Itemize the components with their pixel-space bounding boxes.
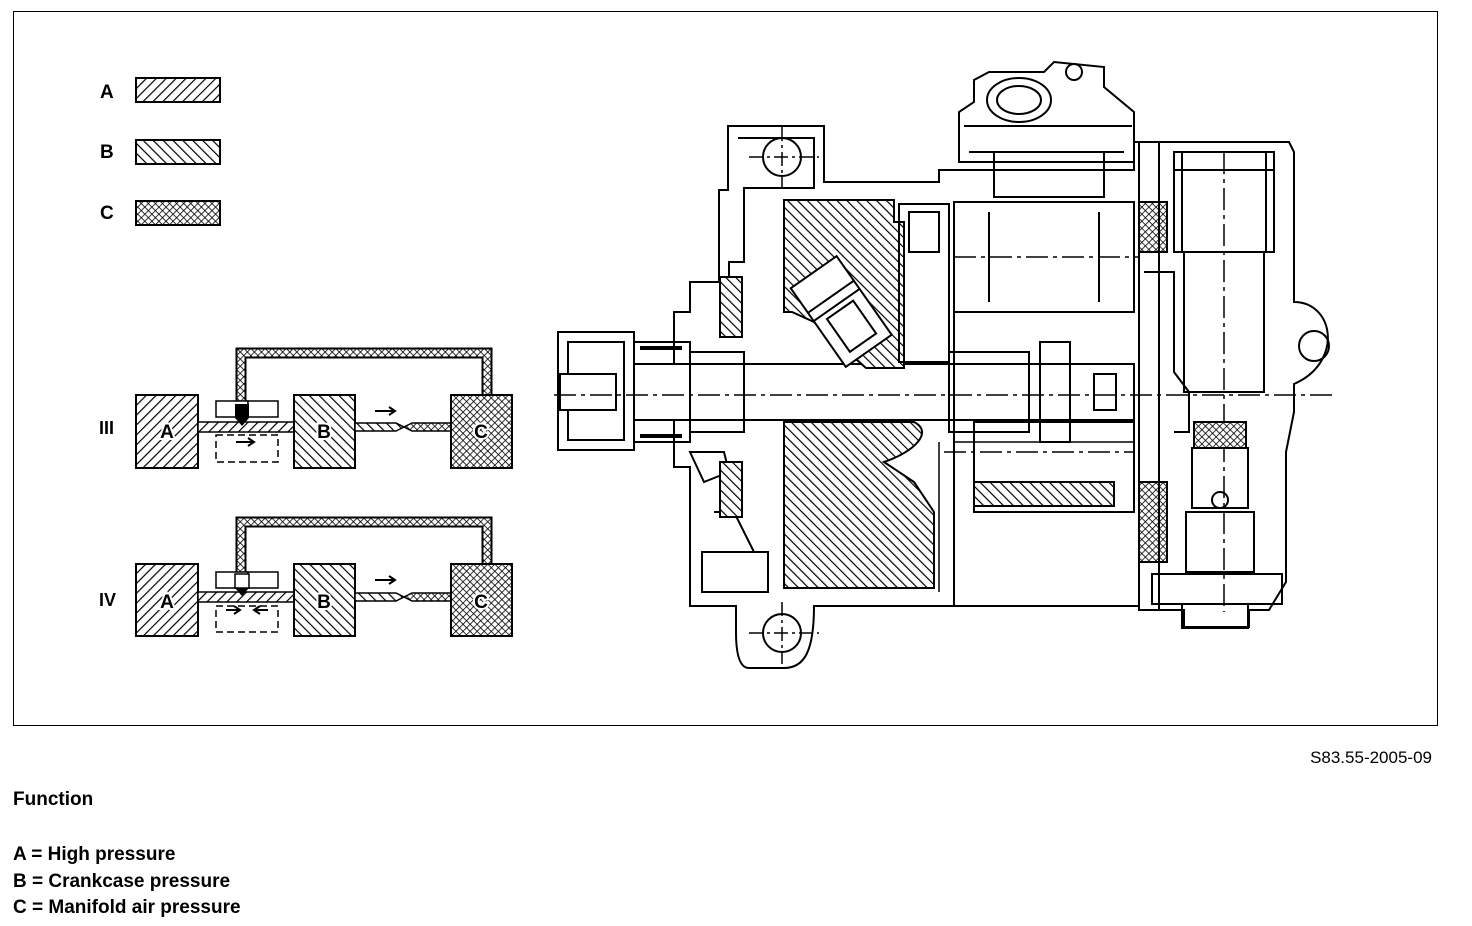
main-shaft	[633, 363, 1135, 421]
svg-text:A: A	[160, 422, 174, 443]
mounting-hole-right	[1298, 330, 1330, 362]
caption-title: Function	[13, 789, 94, 810]
schematic-iii: III A A B B C C	[99, 347, 513, 469]
front-bearing	[689, 351, 745, 433]
port-hole	[1065, 63, 1083, 81]
schematic-numeral: IV	[99, 590, 116, 610]
swatch-high-pressure	[135, 77, 221, 103]
svg-text:B: B	[317, 422, 331, 443]
legend-entry-crankcase-pressure: B = Crankcase pressure	[13, 870, 231, 892]
figure-reference-code: S83.55-2005-09	[1310, 748, 1432, 767]
box-label: B	[317, 592, 331, 613]
box-manifold-air-pressure	[450, 563, 513, 637]
swash-plate-lower	[783, 421, 935, 589]
legend-key-letter: C	[100, 203, 114, 224]
legend-entry-manifold-air-pressure: C = Manifold air pressure	[13, 897, 241, 918]
top-fitting	[958, 60, 1135, 163]
box-crankcase-pressure	[293, 394, 356, 469]
swatch-crankcase-pressure	[135, 139, 221, 165]
box-high-pressure	[135, 394, 199, 469]
box-high-pressure	[135, 563, 199, 637]
svg-text:C: C	[474, 592, 488, 613]
legend-key-letter: A	[100, 82, 114, 103]
svg-text:B: B	[317, 592, 331, 613]
legend-entry-high-pressure: A = High pressure	[13, 844, 176, 865]
box-label: B	[317, 422, 331, 443]
lower-fitting	[701, 551, 769, 593]
svg-text:C: C	[474, 422, 488, 443]
piston-chamber-lower	[973, 481, 1115, 507]
swatch-manifold-air-pressure	[135, 200, 221, 226]
legend-key-b: B	[100, 139, 221, 165]
legend-key-letter: B	[100, 142, 114, 163]
cylinder-block	[898, 203, 950, 363]
legend-key-a: A	[100, 77, 221, 103]
box-label: C	[474, 592, 488, 613]
piston-chamber-upper	[953, 201, 1135, 313]
port-opening	[986, 77, 1052, 123]
box-manifold-air-pressure	[450, 394, 513, 469]
box-label: A	[160, 422, 174, 443]
control-valve	[1193, 421, 1247, 449]
box-label: A	[160, 592, 174, 613]
housing-outline	[673, 125, 1329, 669]
diagram-canvas: A B C III A A B B C C IV	[99, 60, 1334, 669]
valve-plate-upper	[1138, 201, 1168, 253]
box-crankcase-pressure	[293, 563, 356, 637]
rear-bearing	[948, 351, 1030, 433]
schematic-numeral: III	[99, 418, 114, 438]
caption-legend: A = High pressure B = Crankcase pressure…	[13, 842, 241, 922]
control-valve-base	[1151, 573, 1283, 605]
svg-text:A: A	[160, 592, 174, 613]
legend-key-c: C	[100, 200, 221, 226]
schematic-iv: IV A A B B C C	[99, 516, 513, 637]
piston-upper	[789, 254, 894, 369]
valve-plate-lower	[1138, 481, 1168, 563]
diagram-frame: A B C III A A B B C C IV	[13, 11, 1438, 726]
compressor-cross-section	[554, 60, 1334, 669]
box-label: C	[474, 422, 488, 443]
